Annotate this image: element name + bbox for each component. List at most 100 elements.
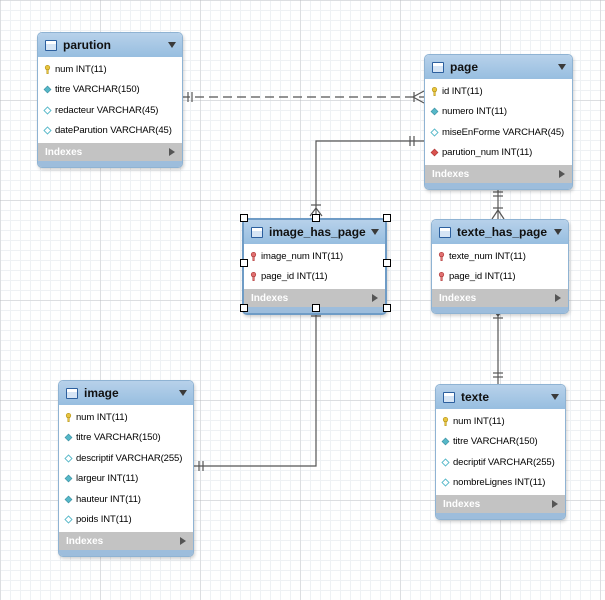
column-label: titre VARCHAR(150) xyxy=(453,436,538,448)
resize-handle-w[interactable] xyxy=(240,259,248,267)
resize-handle-nw[interactable] xyxy=(240,214,248,222)
table-name: texte_has_page xyxy=(457,225,548,239)
resize-handle-e[interactable] xyxy=(383,259,391,267)
column-label: titre VARCHAR(150) xyxy=(55,84,140,96)
table-parution[interactable]: parution num INT(11) titre VARCHAR(150) re… xyxy=(37,32,183,168)
table-texte-has-page[interactable]: texte_has_page texte_num INT(11) page_id … xyxy=(431,219,569,314)
column-label: id INT(11) xyxy=(442,85,483,97)
diamond-filled-icon xyxy=(430,107,439,116)
diamond-filled-icon xyxy=(43,85,52,94)
table-column[interactable]: titre VARCHAR(150) xyxy=(436,432,565,453)
column-label: largeur INT(11) xyxy=(76,473,139,485)
table-texte[interactable]: texte num INT(11) titre VARCHAR(150) decri… xyxy=(435,384,566,520)
table-column[interactable]: dateParution VARCHAR(45) xyxy=(38,121,182,142)
chevron-down-icon[interactable] xyxy=(371,229,379,235)
key-icon xyxy=(441,416,450,426)
column-list: image_num INT(11) page_id INT(11) xyxy=(244,244,385,289)
table-column[interactable]: descriptif VARCHAR(255) xyxy=(59,448,193,469)
table-header[interactable]: image_has_page xyxy=(244,220,385,244)
indexes-label: Indexes xyxy=(251,292,289,304)
table-icon xyxy=(439,226,451,238)
table-column[interactable]: largeur INT(11) xyxy=(59,469,193,490)
relationship-page-image-has-page xyxy=(309,136,424,217)
table-column[interactable]: miseEnForme VARCHAR(45) xyxy=(425,122,572,143)
table-column[interactable]: numero INT(11) xyxy=(425,102,572,123)
table-column[interactable]: image_num INT(11) xyxy=(244,246,385,267)
table-header[interactable]: image xyxy=(59,381,193,405)
diamond-outline-icon xyxy=(441,478,450,487)
table-column[interactable]: num INT(11) xyxy=(59,407,193,428)
diamond-outline-icon xyxy=(64,454,73,463)
chevron-down-icon[interactable] xyxy=(179,390,187,396)
table-header[interactable]: parution xyxy=(38,33,182,57)
diamond-fk-icon xyxy=(430,148,439,157)
indexes-label: Indexes xyxy=(443,498,481,510)
expand-arrow-icon[interactable] xyxy=(552,500,558,508)
table-header[interactable]: texte xyxy=(436,385,565,409)
table-column[interactable]: redacteur VARCHAR(45) xyxy=(38,100,182,121)
resize-handle-ne[interactable] xyxy=(383,214,391,222)
table-image[interactable]: image num INT(11)titre VARCHAR(150)descr… xyxy=(58,380,194,557)
resize-handle-se[interactable] xyxy=(383,304,391,312)
column-label: poids INT(11) xyxy=(76,514,132,526)
fk-key-icon xyxy=(249,272,258,282)
table-column[interactable]: titre VARCHAR(150) xyxy=(59,428,193,449)
relationship-texte-has-page-texte xyxy=(491,307,505,384)
resize-handle-n[interactable] xyxy=(312,214,320,222)
column-label: num INT(11) xyxy=(55,63,107,75)
indexes-footer[interactable]: Indexes xyxy=(59,532,193,556)
column-label: redacteur VARCHAR(45) xyxy=(55,104,159,116)
chevron-down-icon[interactable] xyxy=(551,394,559,400)
table-column[interactable]: hauteur INT(11) xyxy=(59,489,193,510)
column-list: num INT(11) titre VARCHAR(150) redacteur V… xyxy=(38,57,182,143)
diamond-filled-icon xyxy=(64,495,73,504)
diamond-outline-icon xyxy=(43,126,52,135)
relationship-image-has-page-image xyxy=(194,306,323,471)
table-name: image_has_page xyxy=(269,225,366,239)
table-icon xyxy=(45,39,57,51)
column-label: dateParution VARCHAR(45) xyxy=(55,125,172,137)
key-icon xyxy=(430,86,439,96)
table-image-has-page[interactable]: image_has_page image_num INT(11) page_id … xyxy=(242,218,387,315)
expand-arrow-icon[interactable] xyxy=(559,170,565,178)
expand-arrow-icon[interactable] xyxy=(372,294,378,302)
expand-arrow-icon[interactable] xyxy=(180,537,186,545)
table-page[interactable]: page id INT(11) numero INT(11)miseEnForme… xyxy=(424,54,573,190)
table-column[interactable]: titre VARCHAR(150) xyxy=(38,80,182,101)
expand-arrow-icon[interactable] xyxy=(169,148,175,156)
table-icon xyxy=(432,61,444,73)
table-column[interactable]: num INT(11) xyxy=(436,411,565,432)
column-label: parution_num INT(11) xyxy=(442,147,533,159)
table-name: page xyxy=(450,60,479,74)
table-column[interactable]: id INT(11) xyxy=(425,81,572,102)
chevron-down-icon[interactable] xyxy=(168,42,176,48)
chevron-down-icon[interactable] xyxy=(554,229,562,235)
column-label: hauteur INT(11) xyxy=(76,493,141,505)
resize-handle-s[interactable] xyxy=(312,304,320,312)
indexes-footer[interactable]: Indexes xyxy=(38,143,182,167)
indexes-footer[interactable]: Indexes xyxy=(432,289,568,313)
table-header[interactable]: page xyxy=(425,55,572,79)
diamond-outline-icon xyxy=(64,515,73,524)
column-label: page_id INT(11) xyxy=(449,271,516,283)
column-label: image_num INT(11) xyxy=(261,250,344,262)
table-column[interactable]: decriptif VARCHAR(255) xyxy=(436,452,565,473)
indexes-footer[interactable]: Indexes xyxy=(425,165,572,189)
fk-key-icon xyxy=(249,251,258,261)
table-column[interactable]: poids INT(11) xyxy=(59,510,193,531)
table-column[interactable]: texte_num INT(11) xyxy=(432,246,568,267)
table-header[interactable]: texte_has_page xyxy=(432,220,568,244)
table-icon xyxy=(66,387,78,399)
table-column[interactable]: parution_num INT(11) xyxy=(425,143,572,164)
resize-handle-sw[interactable] xyxy=(240,304,248,312)
fk-key-icon xyxy=(437,272,446,282)
chevron-down-icon[interactable] xyxy=(558,64,566,70)
indexes-footer[interactable]: Indexes xyxy=(436,495,565,519)
indexes-label: Indexes xyxy=(66,535,104,547)
table-column[interactable]: nombreLignes INT(11) xyxy=(436,473,565,494)
table-column[interactable]: page_id INT(11) xyxy=(244,267,385,288)
indexes-label: Indexes xyxy=(432,168,470,180)
table-column[interactable]: num INT(11) xyxy=(38,59,182,80)
table-column[interactable]: page_id INT(11) xyxy=(432,267,568,288)
expand-arrow-icon[interactable] xyxy=(555,294,561,302)
